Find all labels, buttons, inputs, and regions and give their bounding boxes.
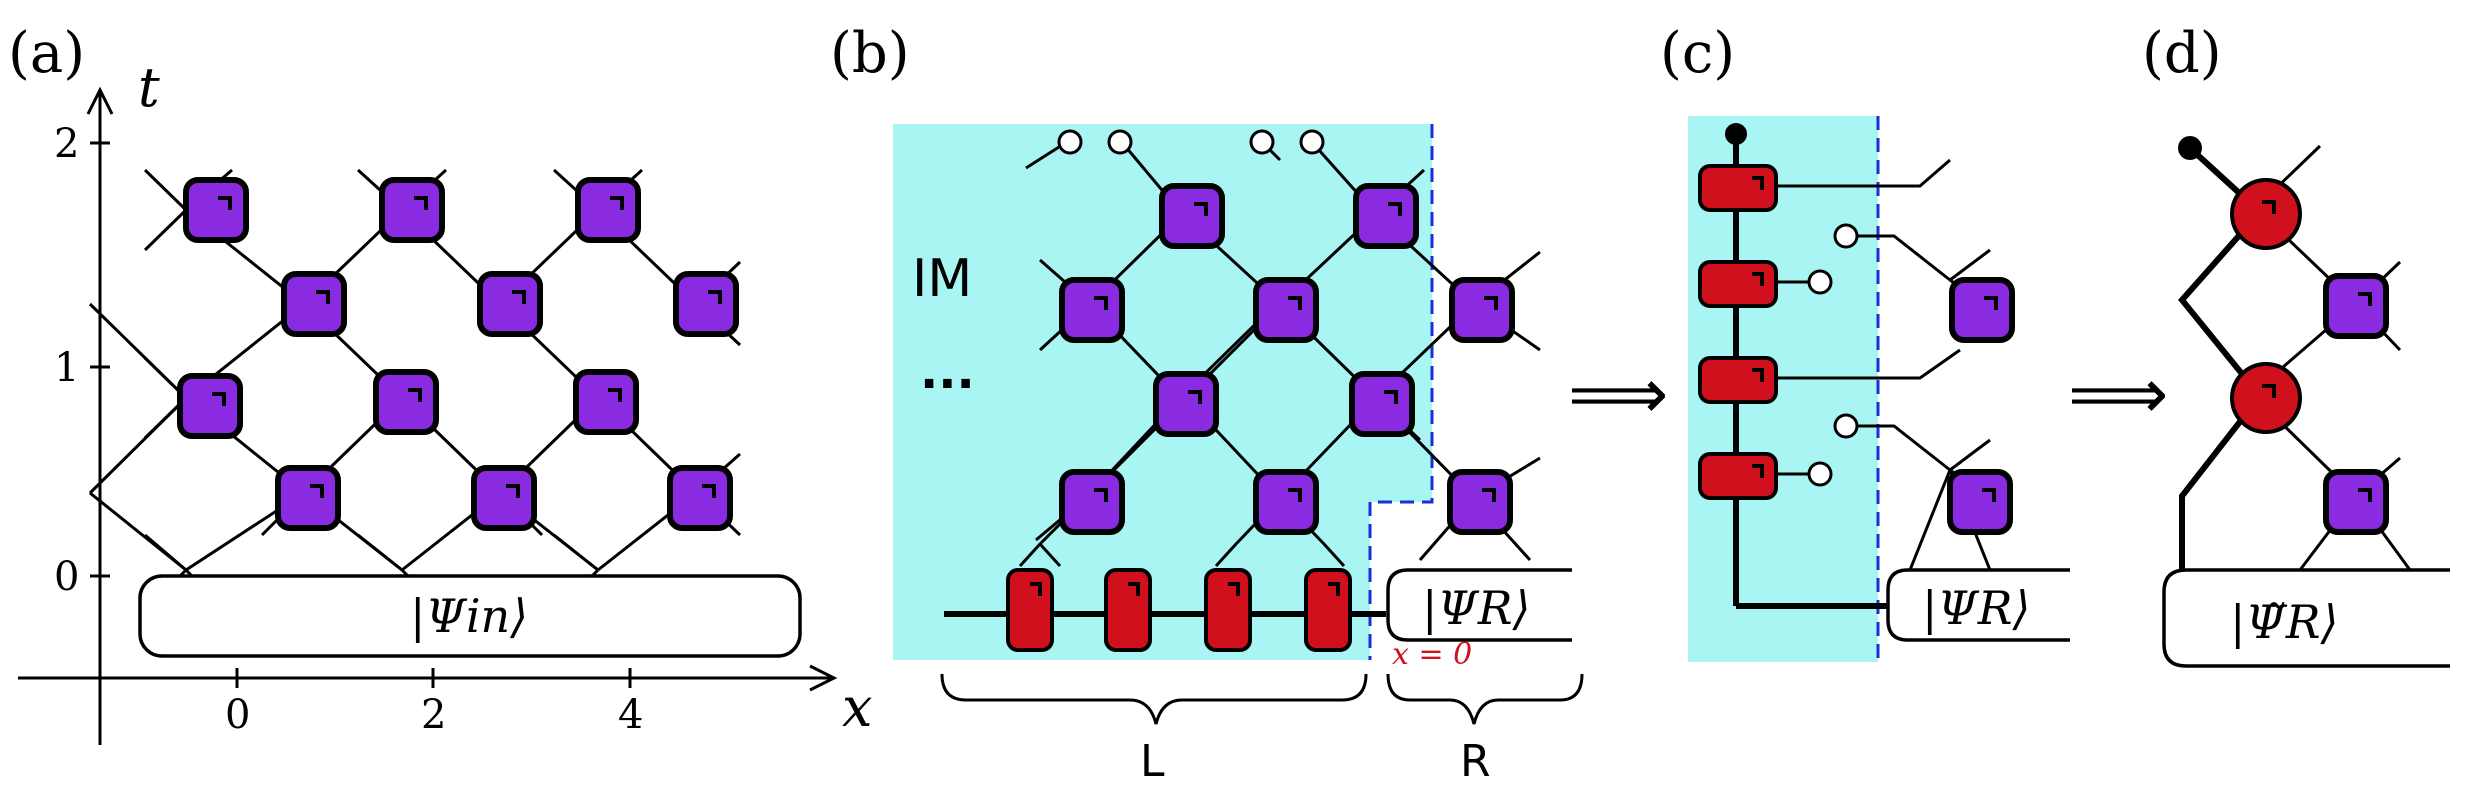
right-state-label-b: |ΨR⟩: [1422, 581, 1530, 635]
left-brace-label: L: [1140, 736, 1165, 787]
gate: [281, 271, 347, 337]
right-brace: [1386, 673, 1584, 725]
gate: [183, 177, 249, 243]
gate: [1449, 277, 1515, 343]
open-circle: [1107, 129, 1133, 155]
open-circle: [1057, 129, 1083, 155]
gate: [1059, 277, 1125, 343]
t-axis-arrowhead: [86, 86, 114, 115]
x-axis-arrowhead: [809, 664, 838, 692]
gate: [1949, 277, 2015, 343]
right-state-label-d: |Ψ̃R⟩: [2230, 595, 2338, 649]
gates-b: [1059, 183, 1515, 535]
gate: [379, 177, 445, 243]
mps-tensors-b: [1006, 568, 1352, 652]
gate: [275, 465, 341, 531]
panel-d-label: (d): [2142, 21, 2222, 86]
im-label: IM: [912, 249, 972, 309]
open-circle: [1299, 129, 1325, 155]
gate: [1159, 183, 1225, 249]
arrow-c-to-d: ⟹: [2068, 353, 2168, 435]
panel-c: (c) |ΨR⟩: [1660, 21, 2070, 662]
right-state-box-d: [2162, 568, 2450, 668]
gates-a: [177, 177, 739, 531]
gate: [1447, 469, 1513, 535]
red-gate: [1698, 356, 1778, 404]
input-state-label: |Ψin⟩: [410, 589, 528, 643]
panel-a-label: (a): [8, 21, 85, 86]
x-tick-label-2: 2: [421, 692, 446, 738]
open-circle: [1833, 223, 1859, 249]
x-zero-label: x = 0: [1392, 637, 1472, 672]
t-axis-label: t: [138, 56, 160, 119]
gate: [373, 369, 439, 435]
right-state-box-c: [1886, 568, 2070, 642]
gate: [477, 271, 543, 337]
gate: [1253, 277, 1319, 343]
gate: [1353, 183, 1419, 249]
red-gate: [1698, 164, 1778, 212]
terminal-dot-d: [2178, 136, 2202, 160]
gate: [1947, 469, 2013, 535]
gate: [2323, 469, 2389, 535]
gate: [1349, 371, 1415, 437]
panel-b: (b) IM ···: [830, 21, 1584, 787]
red-gate: [1698, 452, 1778, 500]
gate: [573, 369, 639, 435]
right-state-label-c: |ΨR⟩: [1922, 581, 2030, 635]
gate: [667, 465, 733, 531]
gate: [1059, 469, 1125, 535]
right-state-box-b: [1386, 568, 1572, 642]
t-tick-label-1: 1: [54, 345, 79, 391]
open-circle: [1807, 269, 1833, 295]
panel-d: (d) |Ψ̃R⟩: [2142, 21, 2450, 668]
right-brace-label: R: [1460, 736, 1491, 787]
arrow-b-to-c: ⟹: [1568, 353, 1668, 435]
red-node: [2230, 362, 2302, 434]
ellipsis: ···: [920, 356, 975, 412]
gate: [575, 177, 641, 243]
gates-d: [2323, 273, 2389, 535]
gate: [471, 465, 537, 531]
gate: [1253, 469, 1319, 535]
red-gate: [1698, 260, 1778, 308]
x-tick-label-4: 4: [618, 692, 643, 738]
terminal-dot-c: [1725, 123, 1747, 145]
x-axis-label: x: [842, 676, 872, 739]
open-circle: [1249, 129, 1275, 155]
gates-c: [1947, 277, 2015, 535]
input-state-box: [138, 574, 802, 658]
gate: [2323, 273, 2389, 339]
gate: [177, 373, 243, 439]
t-tick-label-2: 2: [54, 121, 79, 167]
gate: [673, 271, 739, 337]
im-tensors-c: [1698, 164, 1778, 500]
gate: [1153, 371, 1219, 437]
red-node: [2230, 178, 2302, 250]
left-brace: [940, 673, 1368, 725]
open-circle: [1833, 413, 1859, 439]
panel-a: (a) t x 0 1 2 0 2 4: [8, 21, 872, 745]
x-tick-label-0: 0: [225, 692, 250, 738]
t-tick-label-0: 0: [54, 554, 79, 600]
panel-c-label: (c): [1660, 21, 1735, 86]
boundary-line-b: [1368, 124, 1434, 660]
open-circle: [1807, 461, 1833, 487]
panel-b-label: (b): [830, 21, 910, 86]
